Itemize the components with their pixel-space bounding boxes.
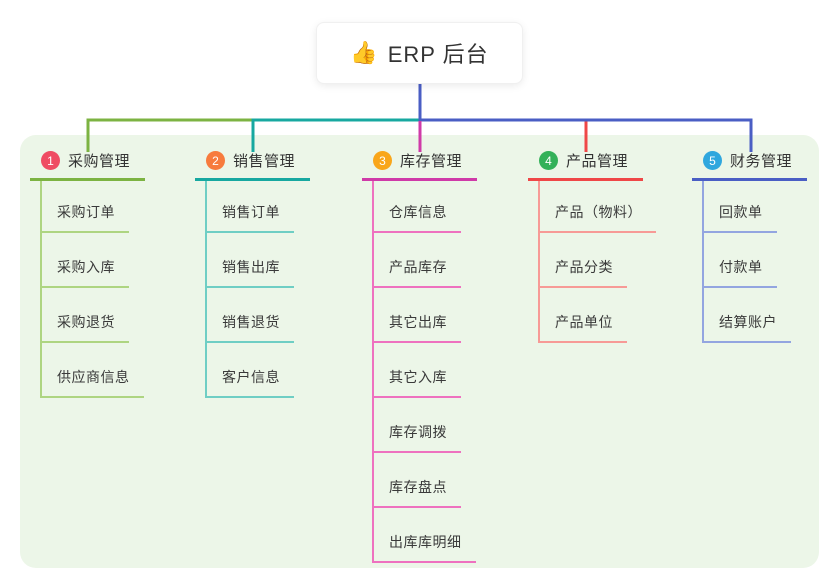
child-node[interactable]: 产品库存 xyxy=(374,233,477,288)
child-node-label: 库存盘点 xyxy=(374,477,461,508)
branch-product: 4 产品管理 产品（物料） 产品分类 产品单位 xyxy=(528,148,656,343)
child-node-label: 付款单 xyxy=(704,257,777,288)
child-node[interactable]: 销售出库 xyxy=(207,233,310,288)
child-node[interactable]: 销售退货 xyxy=(207,288,310,343)
branch-children: 回款单 付款单 结算账户 xyxy=(702,181,807,343)
child-node-label: 产品库存 xyxy=(374,257,461,288)
child-node[interactable]: 仓库信息 xyxy=(374,181,477,233)
branch-label: 库存管理 xyxy=(400,153,463,170)
branch-inventory: 3 库存管理 仓库信息 产品库存 其它出库 其它入库 库存调拨 库存盘点 出库库… xyxy=(362,148,477,563)
branch-children: 采购订单 采购入库 采购退货 供应商信息 xyxy=(40,181,145,398)
child-node[interactable]: 出库库明细 xyxy=(374,508,477,563)
branch-children: 产品（物料） 产品分类 产品单位 xyxy=(538,181,656,343)
child-node-label: 仓库信息 xyxy=(374,202,461,233)
branch-node-product[interactable]: 4 产品管理 xyxy=(528,148,643,181)
child-node-label: 库存调拨 xyxy=(374,422,461,453)
branch-node-sales[interactable]: 2 销售管理 xyxy=(195,148,310,181)
branch-children: 仓库信息 产品库存 其它出库 其它入库 库存调拨 库存盘点 出库库明细 xyxy=(372,181,477,563)
child-node-label: 采购入库 xyxy=(42,257,129,288)
child-node[interactable]: 采购退货 xyxy=(42,288,145,343)
branch-number-badge: 2 xyxy=(206,151,225,170)
child-node[interactable]: 结算账户 xyxy=(704,288,807,343)
child-node-label: 采购订单 xyxy=(42,202,129,233)
child-node[interactable]: 客户信息 xyxy=(207,343,310,398)
child-node-label: 其它出库 xyxy=(374,312,461,343)
child-node[interactable]: 产品分类 xyxy=(540,233,643,288)
branch-number-badge: 1 xyxy=(41,151,60,170)
child-node-label: 其它入库 xyxy=(374,367,461,398)
child-node[interactable]: 其它出库 xyxy=(374,288,477,343)
child-node[interactable]: 回款单 xyxy=(704,181,807,233)
child-node[interactable]: 库存盘点 xyxy=(374,453,477,508)
child-node-label: 产品单位 xyxy=(540,312,627,343)
branch-label: 采购管理 xyxy=(68,153,131,170)
child-node[interactable]: 其它入库 xyxy=(374,343,477,398)
child-node[interactable]: 付款单 xyxy=(704,233,807,288)
branch-sales: 2 销售管理 销售订单 销售出库 销售退货 客户信息 xyxy=(195,148,310,398)
root-node[interactable]: 👍 ERP 后台 xyxy=(316,22,523,84)
branch-label: 销售管理 xyxy=(233,153,296,170)
branch-node-purchase[interactable]: 1 采购管理 xyxy=(30,148,145,181)
root-node-label: ERP 后台 xyxy=(387,42,489,67)
child-node[interactable]: 产品（物料） xyxy=(540,181,656,233)
child-node-label: 销售订单 xyxy=(207,202,294,233)
child-node-label: 销售出库 xyxy=(207,257,294,288)
canvas-panel xyxy=(20,135,819,568)
child-node-label: 客户信息 xyxy=(207,367,294,398)
branch-node-inventory[interactable]: 3 库存管理 xyxy=(362,148,477,181)
child-node[interactable]: 采购订单 xyxy=(42,181,145,233)
branch-purchase: 1 采购管理 采购订单 采购入库 采购退货 供应商信息 xyxy=(30,148,145,398)
child-node-label: 采购退货 xyxy=(42,312,129,343)
branch-node-finance[interactable]: 5 财务管理 xyxy=(692,148,807,181)
branch-number-badge: 4 xyxy=(539,151,558,170)
child-node-label: 产品分类 xyxy=(540,257,627,288)
child-node[interactable]: 产品单位 xyxy=(540,288,643,343)
child-node-label: 销售退货 xyxy=(207,312,294,343)
child-node-label: 结算账户 xyxy=(704,312,791,343)
branch-number-badge: 3 xyxy=(373,151,392,170)
child-node[interactable]: 采购入库 xyxy=(42,233,145,288)
child-node-label: 产品（物料） xyxy=(540,202,656,233)
branch-label: 财务管理 xyxy=(730,153,793,170)
child-node[interactable]: 库存调拨 xyxy=(374,398,477,453)
child-node-label: 供应商信息 xyxy=(42,367,144,398)
child-node[interactable]: 供应商信息 xyxy=(42,343,145,398)
branch-label: 产品管理 xyxy=(566,153,629,170)
child-node-label: 出库库明细 xyxy=(374,532,476,563)
branch-number-badge: 5 xyxy=(703,151,722,170)
branch-finance: 5 财务管理 回款单 付款单 结算账户 xyxy=(692,148,807,343)
branch-children: 销售订单 销售出库 销售退货 客户信息 xyxy=(205,181,310,398)
thumbs-up-icon: 👍 xyxy=(350,40,378,65)
child-node-label: 回款单 xyxy=(704,202,777,233)
child-node[interactable]: 销售订单 xyxy=(207,181,310,233)
